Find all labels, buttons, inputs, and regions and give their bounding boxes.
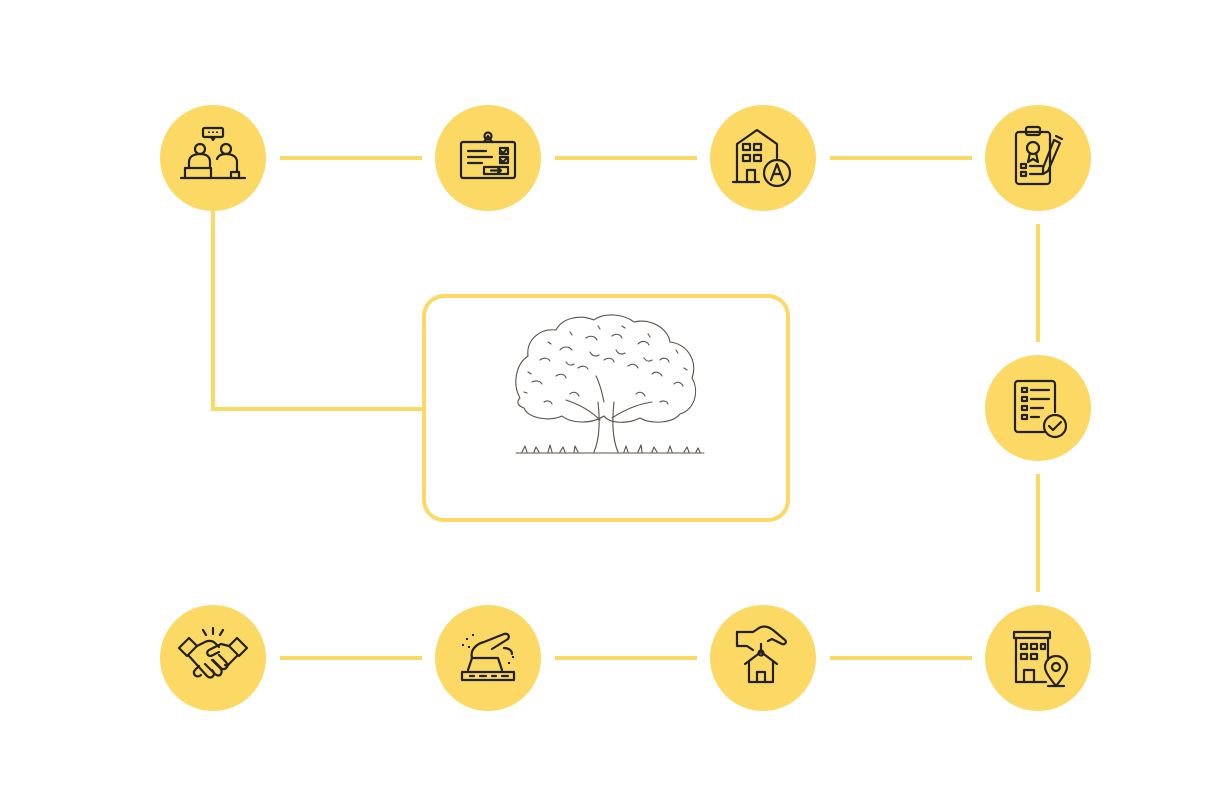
document-approved-icon	[1013, 379, 1068, 439]
center-card	[422, 294, 790, 522]
building-navigation-icon	[731, 128, 792, 188]
oak-tree-illustration	[515, 314, 705, 454]
building-location-icon	[1012, 630, 1069, 688]
step-application-form	[435, 105, 541, 211]
handshake-icon	[177, 626, 249, 679]
step-deal-closed	[160, 605, 266, 711]
cleaning-brush-icon	[460, 632, 516, 682]
step-property-search	[710, 105, 816, 211]
clipboard-contract-icon	[1014, 125, 1064, 186]
hand-house-key-icon	[735, 625, 787, 684]
connector-lines	[211, 156, 1040, 660]
consultation-meeting-icon	[179, 126, 247, 180]
connector-1-center	[211, 210, 425, 411]
step-circle	[710, 605, 816, 711]
step-consultation	[160, 105, 266, 211]
step-property-location	[985, 605, 1091, 711]
step-circle	[160, 605, 266, 711]
step-circle	[160, 105, 266, 211]
application-form-icon	[459, 131, 517, 180]
step-home-keys	[710, 605, 816, 711]
step-approved-document	[985, 355, 1091, 461]
step-circle	[710, 105, 816, 211]
step-contract-signing	[985, 105, 1091, 211]
step-cleaning	[435, 605, 541, 711]
